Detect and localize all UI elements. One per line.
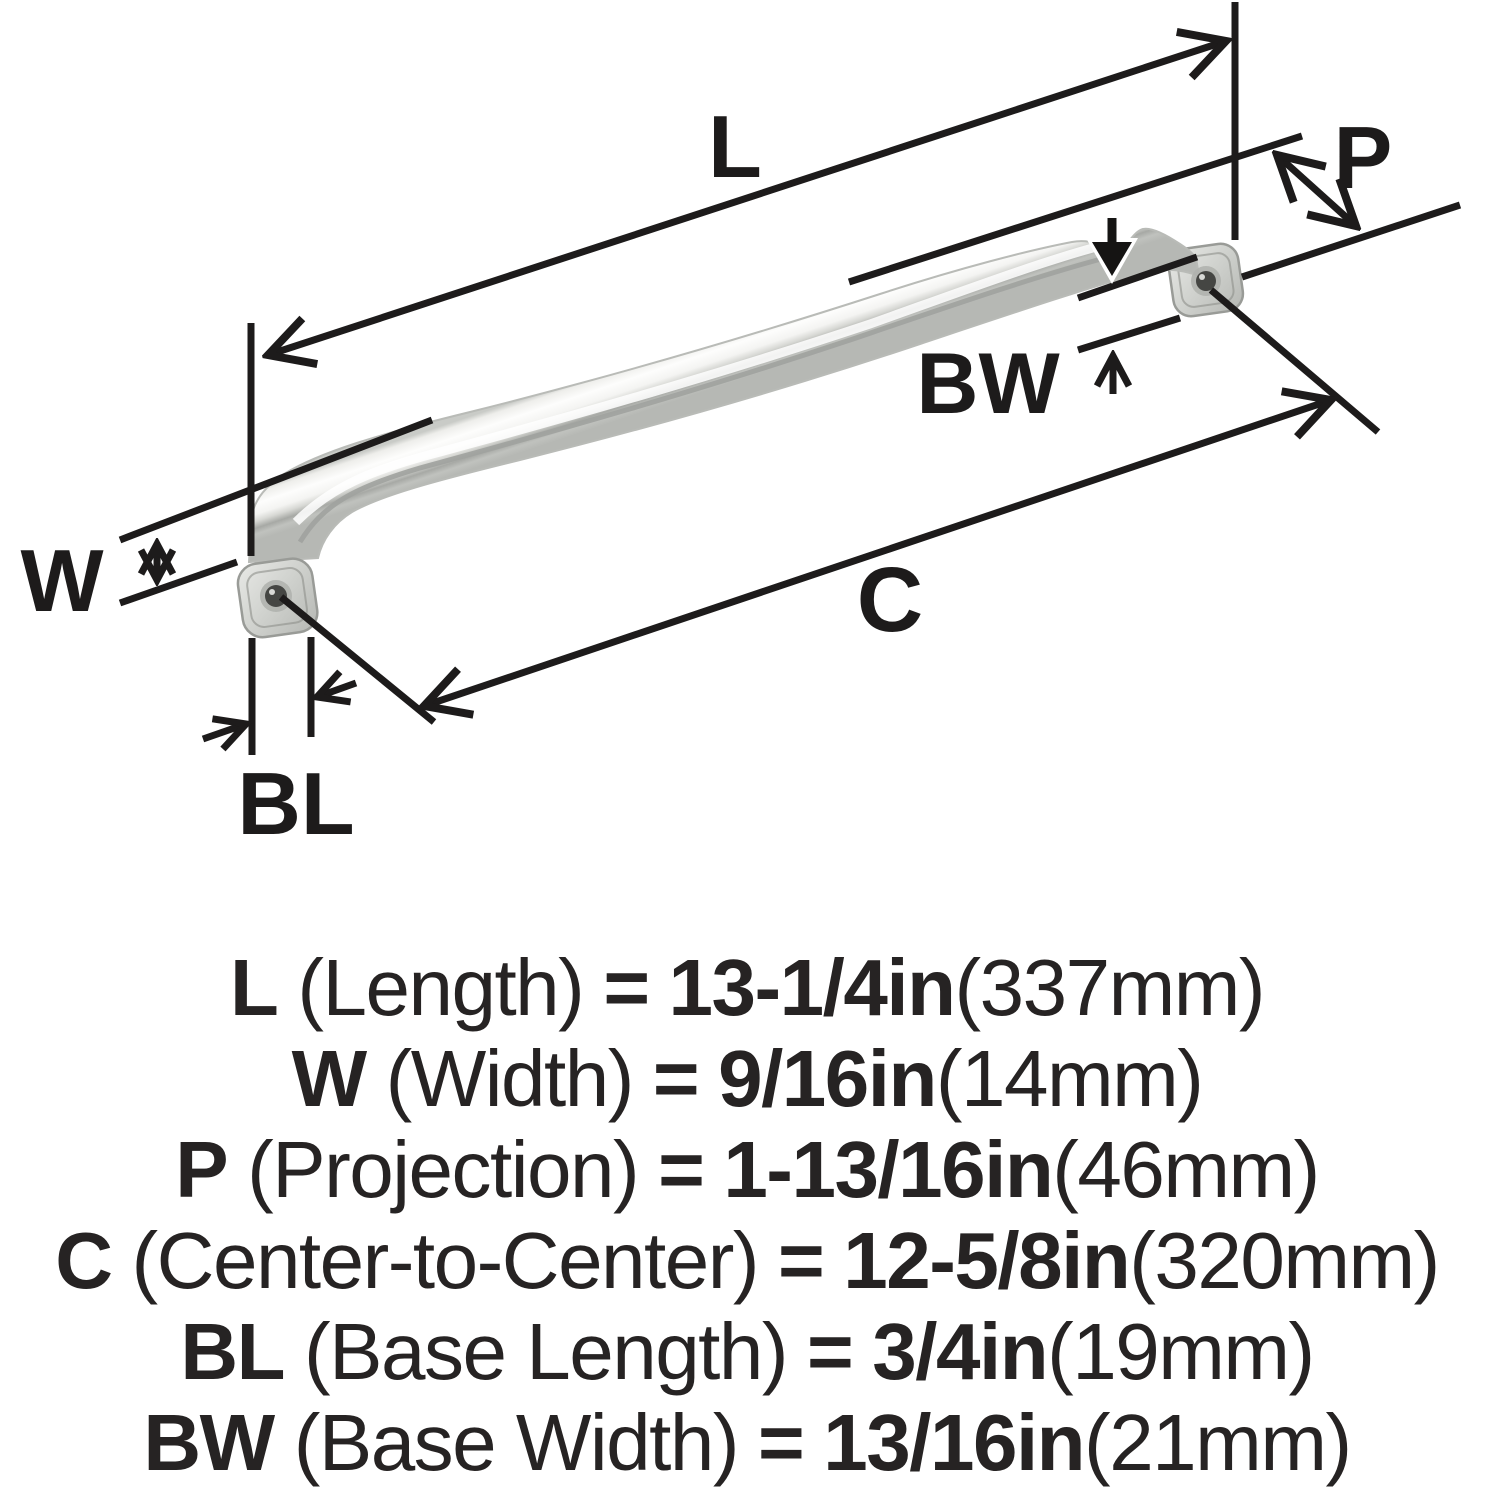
label-length: L — [708, 97, 762, 196]
p-dimension-arrow — [1277, 155, 1356, 226]
spec-abbr: C — [55, 1216, 113, 1305]
spec-name: (Length) — [297, 943, 584, 1032]
c-leader-left-screw — [278, 594, 437, 725]
equals-sign: = — [807, 1307, 854, 1396]
bl-arrow-right — [201, 724, 246, 739]
spec-value: 12-5/8in — [843, 1216, 1130, 1305]
c-leader-right-screw — [1208, 287, 1381, 435]
l-dimension-line — [268, 41, 1226, 355]
spec-value: 9/16in — [718, 1034, 937, 1123]
spec-abbr: BW — [143, 1398, 275, 1487]
spec-value: 13/16in — [823, 1398, 1085, 1487]
c-dimension-line — [424, 400, 1331, 706]
equals-sign: = — [603, 943, 650, 1032]
bw-extension-line-lower — [1076, 314, 1182, 354]
left-screw-hole — [260, 580, 292, 612]
label-base-width: BW — [916, 336, 1060, 432]
spec-name: (Projection) — [247, 1125, 640, 1214]
w-extension-line-lower — [118, 558, 239, 607]
label-base-length: BL — [237, 754, 354, 853]
spec-line-base-length: BL(Base Length)=3/4in(19mm) — [0, 1306, 1494, 1397]
equals-sign: = — [652, 1034, 700, 1123]
spec-metric: (46mm) — [1052, 1125, 1320, 1214]
bl-arrow-left — [317, 683, 358, 697]
spec-value: 3/4in — [872, 1307, 1048, 1396]
equals-sign: = — [658, 1125, 705, 1214]
spec-metric: (320mm) — [1129, 1216, 1440, 1305]
w-extension-line-upper — [118, 416, 434, 544]
bw-down-arrow — [1086, 214, 1138, 284]
spec-name: (Base Length) — [304, 1307, 789, 1396]
spec-name: (Center-to-Center) — [131, 1216, 760, 1305]
spec-value: 13-1/4in — [668, 943, 956, 1032]
label-width: W — [20, 531, 103, 630]
spec-metric: (21mm) — [1084, 1398, 1352, 1487]
spec-abbr: W — [291, 1034, 368, 1123]
spec-line-base-width: BW(Base Width)=13/16in(21mm) — [0, 1397, 1494, 1488]
spec-list: L(Length)=13-1/4in(337mm) W(Width)=9/16i… — [0, 942, 1494, 1488]
bw-extension-line-upper — [1076, 253, 1199, 302]
dimension-drawing: L P BW W C BL — [20, 2, 1462, 853]
spec-metric: (337mm) — [954, 943, 1265, 1032]
spec-name: (Width) — [385, 1034, 635, 1123]
spec-abbr: L — [229, 943, 279, 1032]
label-center-to-center: C — [857, 549, 923, 651]
spec-metric: (14mm) — [935, 1034, 1204, 1123]
p-extension-line-lower — [1240, 201, 1462, 281]
spec-abbr: BL — [180, 1307, 285, 1396]
spec-line-center-to-center: C(Center-to-Center)=12-5/8in(320mm) — [0, 1215, 1494, 1306]
spec-line-projection: P(Projection)=1-13/16in(46mm) — [0, 1124, 1494, 1215]
label-projection: P — [1334, 108, 1393, 207]
p-extension-line-upper — [847, 132, 1304, 286]
equals-sign: = — [778, 1216, 825, 1305]
spec-metric: (19mm) — [1047, 1307, 1315, 1396]
spec-line-length: L(Length)=13-1/4in(337mm) — [0, 942, 1494, 1033]
spec-abbr: P — [175, 1125, 228, 1214]
spec-name: (Base Width) — [293, 1398, 740, 1487]
spec-value: 1-13/16in — [723, 1125, 1053, 1214]
equals-sign: = — [758, 1398, 805, 1487]
spec-line-width: W(Width)=9/16in(14mm) — [0, 1033, 1494, 1124]
